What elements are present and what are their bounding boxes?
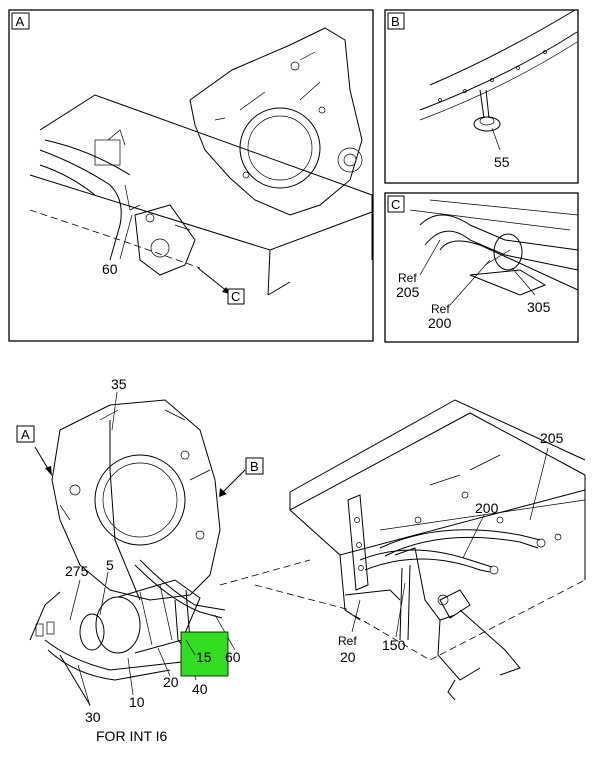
main-view: A B — [16, 376, 586, 744]
panel-b-callout-55: 55 — [494, 154, 510, 170]
callout-30: 30 — [85, 709, 101, 725]
callout-35: 35 — [111, 376, 127, 392]
callout-20: 20 — [163, 674, 179, 690]
panel-c-ref-200-ref: Ref — [431, 302, 450, 316]
detail-panel-a: A 60 C — [8, 9, 374, 342]
callout-ref-20-ref: Ref — [338, 634, 357, 648]
callout-5: 5 — [106, 557, 114, 573]
callout-205: 205 — [540, 430, 564, 446]
callout-200: 200 — [475, 500, 499, 516]
callout-10: 10 — [129, 694, 145, 710]
callout-ref-20: 20 — [340, 649, 356, 665]
panel-c-letter: C — [391, 197, 400, 212]
main-view-label-a: A — [21, 427, 30, 442]
callout-150: 150 — [382, 637, 406, 653]
detail-panel-c: C Ref 205 Ref 200 305 — [384, 192, 579, 343]
panel-b-letter: B — [391, 14, 400, 29]
footnote: FOR INT I6 — [96, 728, 168, 744]
main-view-label-b: B — [250, 459, 259, 474]
panel-c-callout-205: 205 — [396, 284, 420, 300]
callout-15: 15 — [196, 649, 212, 665]
panel-a-callout-60: 60 — [102, 261, 118, 277]
callout-40: 40 — [192, 681, 208, 697]
callout-60: 60 — [225, 649, 241, 665]
panel-c-callout-200: 200 — [428, 315, 452, 331]
detail-panel-b: B 55 — [384, 9, 579, 184]
panel-a-view-ref-c: C — [231, 289, 240, 304]
panel-c-ref-205-ref: Ref — [398, 271, 417, 285]
callout-275: 275 — [65, 563, 89, 579]
panel-a-letter: A — [16, 14, 25, 29]
highlighted-callout-15-box — [180, 631, 229, 677]
panel-c-callout-305: 305 — [527, 299, 551, 315]
